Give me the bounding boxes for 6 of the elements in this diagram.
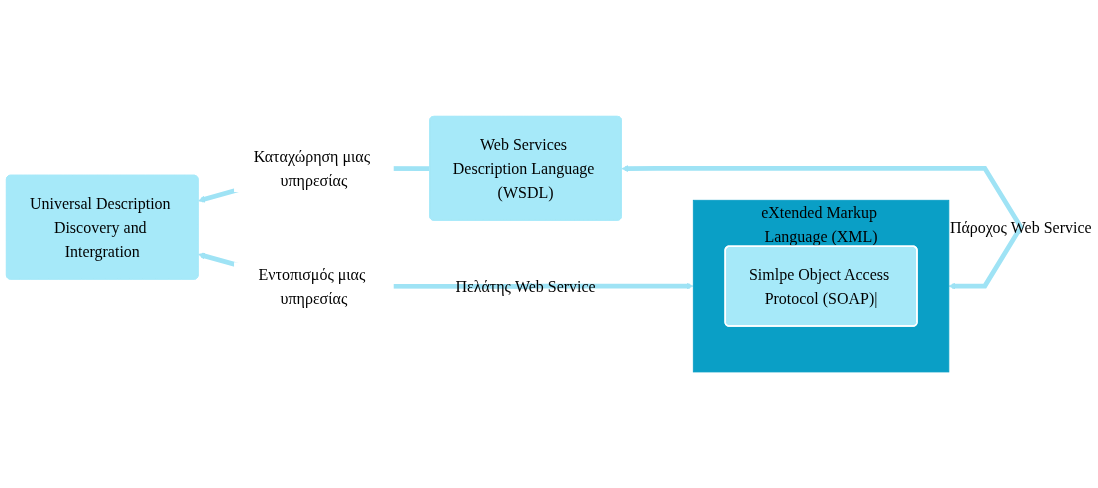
edge-label: Εντοπισμός μιας υπηρεσίας xyxy=(258,265,366,307)
arrow xyxy=(948,226,1022,290)
node-text: Πάροχος Web Service xyxy=(949,218,1092,236)
edge-label: Καταχώρηση μιας υπηρεσίας xyxy=(253,147,370,189)
node-text: Πελάτης Web Service xyxy=(455,277,596,295)
arrow xyxy=(621,164,1025,231)
